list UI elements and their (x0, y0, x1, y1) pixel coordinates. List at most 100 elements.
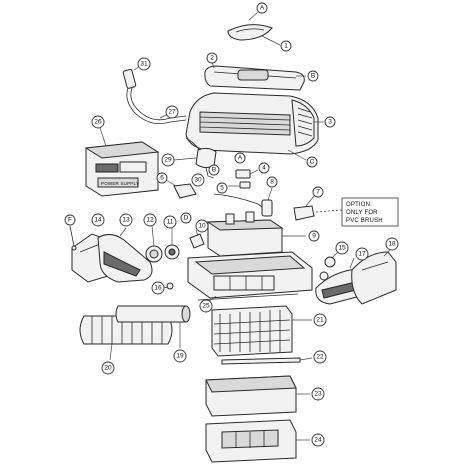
svg-text:16: 16 (154, 285, 162, 292)
svg-text:11: 11 (167, 219, 174, 226)
part-top-cap (227, 11, 281, 46)
callout-10: 10 (195, 219, 209, 233)
svg-text:B: B (311, 73, 315, 80)
callout-6: 6 (156, 172, 168, 184)
callout-26: 26 (91, 115, 105, 129)
svg-text:29: 29 (164, 157, 172, 164)
part-hose-connector (173, 137, 217, 179)
part-left-track (97, 227, 153, 283)
svg-text:F: F (68, 217, 72, 224)
option-note-line-3: PVC BRUSH (346, 218, 383, 224)
part-swivel-cable (122, 65, 187, 125)
part-top-housing (185, 92, 324, 161)
svg-text:20: 20 (104, 365, 112, 372)
part-motor-unit (206, 211, 306, 257)
svg-text:B: B (212, 167, 216, 174)
svg-text:6: 6 (160, 175, 164, 182)
callout-11: 11 (163, 215, 177, 229)
svg-text:23: 23 (314, 391, 322, 398)
svg-text:9: 9 (312, 233, 316, 240)
svg-text:12: 12 (146, 217, 154, 224)
callout-25: 25 (199, 299, 213, 313)
filter-mesh (213, 310, 291, 352)
svg-text:30: 30 (194, 177, 202, 184)
svg-text:10: 10 (198, 223, 206, 230)
callout-27: 27 (165, 105, 179, 119)
option-note-line-1: OPTION: (346, 202, 372, 208)
svg-text:A: A (238, 155, 243, 162)
callout-b-mid: B (208, 164, 220, 176)
svg-text:22: 22 (316, 354, 324, 361)
part-motor-connector (213, 187, 273, 217)
svg-text:5: 5 (220, 185, 224, 192)
part-filter-basket (205, 375, 310, 417)
callout-b-top: B (307, 70, 319, 82)
svg-text:14: 14 (94, 217, 102, 224)
svg-text:3: 3 (328, 119, 332, 126)
svg-text:26: 26 (94, 119, 102, 126)
svg-text:7: 7 (316, 189, 320, 196)
part-frame-plate (221, 357, 313, 365)
callout-12: 12 (143, 213, 157, 227)
part-6-block (165, 179, 197, 199)
part-option-clip (293, 195, 315, 221)
option-note-box: OPTION: ONLY FOR PVC BRUSH (315, 197, 399, 227)
callout-24: 24 (311, 433, 325, 447)
housing-vent-slats (199, 116, 291, 131)
callout-d: D (180, 212, 192, 224)
svg-text:8: 8 (270, 179, 274, 186)
part-power-supply: POWER SUPPLY (84, 127, 160, 197)
callout-5: 5 (216, 182, 228, 194)
callout-23: 23 (311, 387, 325, 401)
callout-18: 18 (385, 237, 399, 251)
part-chassis (187, 251, 313, 299)
callout-c: C (306, 156, 318, 168)
callout-22: 22 (313, 350, 327, 364)
svg-text:A: A (260, 5, 265, 12)
svg-text:31: 31 (140, 61, 148, 68)
callout-9: 9 (308, 230, 320, 242)
part-axle (115, 305, 191, 348)
svg-text:27: 27 (168, 109, 176, 116)
part-clips (228, 169, 259, 189)
power-supply-label: POWER SUPPLY (101, 181, 139, 186)
part-bottom-cover (205, 419, 310, 463)
svg-text:1: 1 (284, 43, 288, 50)
callout-19: 19 (173, 349, 187, 363)
callout-20: 20 (101, 361, 115, 375)
svg-text:17: 17 (358, 251, 366, 258)
callout-30: 30 (191, 173, 205, 187)
callout-17: 17 (355, 247, 369, 261)
svg-text:D: D (184, 215, 189, 222)
housing-side-ribs (297, 107, 313, 137)
callout-a-mid: A (234, 152, 246, 164)
svg-text:2: 2 (210, 55, 214, 62)
svg-text:4: 4 (262, 165, 266, 172)
callout-16: 16 (151, 281, 165, 295)
callout-1: 1 (280, 40, 292, 52)
callout-a-top: A (256, 2, 268, 14)
part-left-pulley (145, 225, 180, 263)
callout-29: 29 (161, 153, 175, 167)
part-brush-roller (79, 315, 173, 361)
part-10-shaft (189, 229, 205, 249)
callout-13: 13 (119, 213, 133, 227)
part-16-screw (163, 282, 174, 290)
svg-text:C: C (310, 159, 315, 166)
part-right-small (319, 251, 339, 281)
svg-text:25: 25 (202, 303, 210, 310)
option-note-line-2: ONLY FOR (346, 210, 378, 216)
callout-14: 14 (91, 213, 105, 227)
callout-3: 3 (324, 116, 336, 128)
callout-21: 21 (313, 313, 327, 327)
callout-7: 7 (312, 186, 324, 198)
svg-text:21: 21 (316, 317, 324, 324)
callout-15: 15 (335, 241, 349, 255)
svg-text:13: 13 (122, 217, 130, 224)
svg-text:19: 19 (176, 353, 184, 360)
callout-f: F (64, 214, 76, 226)
callout-2: 2 (206, 52, 218, 64)
svg-text:15: 15 (338, 245, 346, 252)
